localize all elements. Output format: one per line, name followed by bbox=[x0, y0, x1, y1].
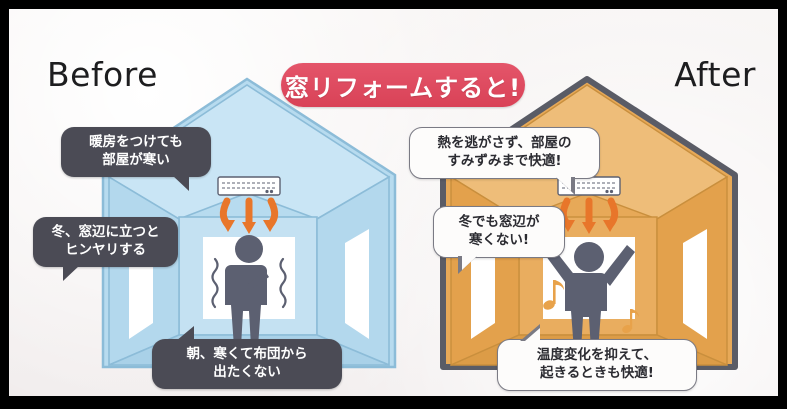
after-bubble-heat-retention: 熱を逃がさず、部屋の すみずみまで快適! bbox=[409, 127, 600, 196]
after-bubble-stable-temp: 温度変化を抑えて、 起きるときも快適! bbox=[497, 324, 697, 392]
page-title-before: Before bbox=[47, 55, 158, 94]
page-title-after: After bbox=[674, 55, 756, 94]
air-conditioner-icon bbox=[217, 176, 281, 196]
arrow-heads-icon bbox=[221, 220, 277, 234]
before-bubble-morning-cold: 朝、寒くて布団から 出たくない bbox=[152, 326, 342, 390]
right-window-shape bbox=[345, 229, 369, 339]
bubble-tail bbox=[176, 326, 194, 341]
bubble-tail bbox=[556, 177, 571, 192]
bubble-tail bbox=[525, 328, 540, 341]
bubble-tail bbox=[462, 256, 477, 271]
after-bubble-warm-window: 冬でも窓辺が 寒くない! bbox=[433, 206, 565, 275]
bubble-tail bbox=[63, 265, 80, 282]
right-window-shape bbox=[683, 229, 707, 339]
bubble-tail bbox=[172, 175, 189, 192]
music-note-small-icon bbox=[622, 309, 639, 333]
shiver-lines-icon bbox=[211, 257, 287, 309]
before-bubble-heating: 暖房をつけても 部屋が寒い bbox=[61, 127, 211, 192]
before-bubble-window-chill: 冬、窓辺に立つと ヒンヤリする bbox=[33, 217, 178, 282]
center-banner: 窓リフォームすると! bbox=[281, 63, 525, 107]
music-note-icon bbox=[543, 280, 564, 310]
center-banner-label: 窓リフォームすると! bbox=[284, 73, 522, 102]
illustration-canvas: Before After 窓リフォームすると! 暖房をつけても 部屋が寒い 冬、… bbox=[9, 9, 778, 396]
